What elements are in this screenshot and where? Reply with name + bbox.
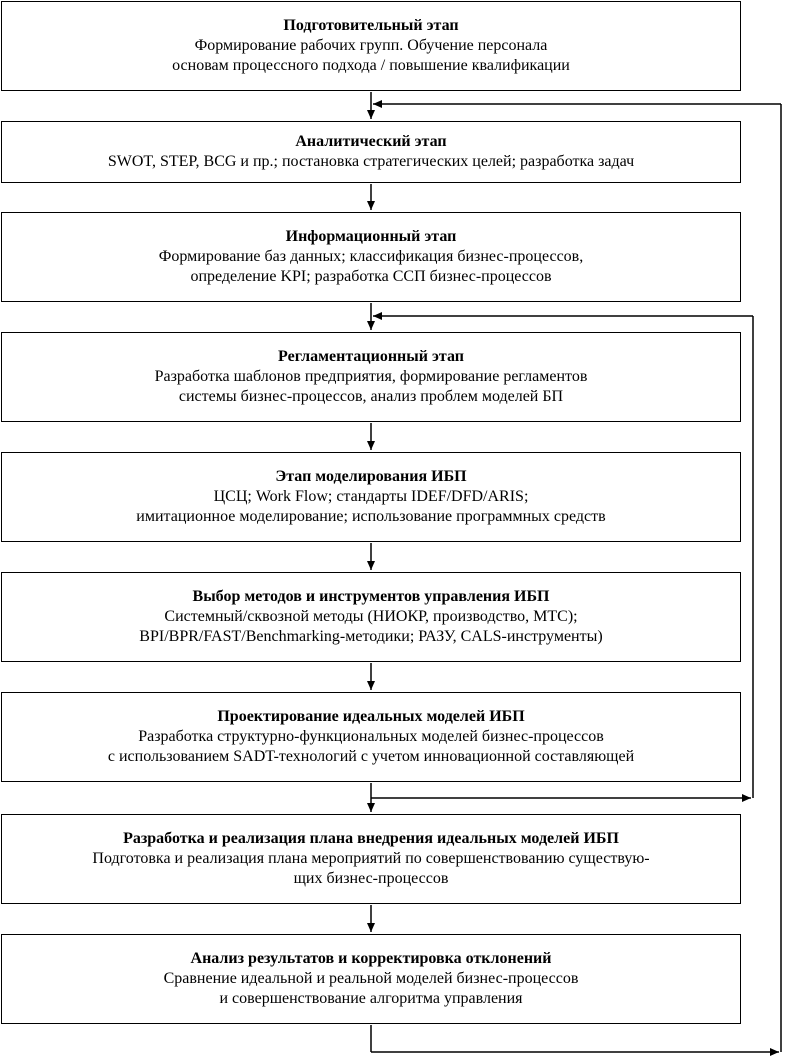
stage-description-line: BPI/BPR/FAST/Benchmarking-методики; РАЗУ… (139, 628, 603, 645)
stage-box-regulatory: Регламентационный этап Разработка шаблон… (1, 332, 741, 422)
stage-description-line: основам процессного подхода / повышение … (172, 57, 570, 74)
stage-box-analytical: Аналитический этап SWOT, STEP, BCG и пр.… (1, 121, 741, 183)
stage-description-line: Сравнение идеальной и реальной моделей б… (163, 970, 579, 987)
stage-title: Разработка и реализация плана внедрения … (123, 830, 619, 847)
stage-box-informational: Информационный этап Формирование баз дан… (1, 212, 741, 302)
stage-description-line: Формирование рабочих групп. Обучение пер… (194, 37, 548, 54)
stage-box-methods-selection: Выбор методов и инструментов управления … (1, 572, 741, 662)
stage-description-line: Подготовка и реализация плана мероприяти… (92, 850, 650, 867)
stage-title: Подготовительный этап (283, 17, 459, 34)
stage-title: Выбор методов и инструментов управления … (192, 588, 550, 605)
stage-box-modeling: Этап моделирования ИБП ЦСЦ; Work Flow; с… (1, 452, 741, 542)
stage-box-ideal-model-design: Проектирование идеальных моделей ИБП Раз… (1, 692, 741, 782)
stage-title: Регламентационный этап (278, 348, 464, 365)
stage-title: Этап моделирования ИБП (275, 468, 467, 485)
stage-description-line: Системный/сквозной методы (НИОКР, произв… (164, 608, 578, 625)
stage-description-line: Формирование баз данных; классификация б… (158, 248, 584, 265)
stage-description-line: Разработка структурно-функциональных мод… (138, 728, 604, 745)
stage-box-implementation-plan: Разработка и реализация плана внедрения … (1, 814, 741, 904)
stage-description-line: имитационное моделирование; использовани… (136, 508, 606, 525)
stage-description-line: и совершенствование алгоритма управления (219, 990, 523, 1007)
stage-title: Информационный этап (285, 228, 457, 245)
stage-description-line: с использованием SADT-технологий с учето… (107, 748, 635, 765)
stage-description-line: щих бизнес-процессов (293, 870, 449, 887)
stage-description-line: системы бизнес-процессов, анализ проблем… (178, 388, 564, 405)
stage-description-line: ЦСЦ; Work Flow; стандарты IDEF/DFD/ARIS; (213, 488, 529, 505)
stage-title: Аналитический этап (295, 133, 447, 150)
stage-box-preparatory: Подготовительный этап Формирование рабоч… (1, 1, 741, 91)
stage-description-line: Разработка шаблонов предприятия, формиро… (154, 368, 588, 385)
stage-description-line: определение KPI; разработка ССП бизнес-п… (190, 268, 552, 285)
stage-title: Анализ результатов и корректировка откло… (190, 950, 552, 967)
stage-description-line: SWOT, STEP, BCG и пр.; постановка страте… (107, 153, 635, 170)
stage-box-results-analysis: Анализ результатов и корректировка откло… (1, 934, 741, 1024)
stage-title: Проектирование идеальных моделей ИБП (217, 708, 525, 725)
